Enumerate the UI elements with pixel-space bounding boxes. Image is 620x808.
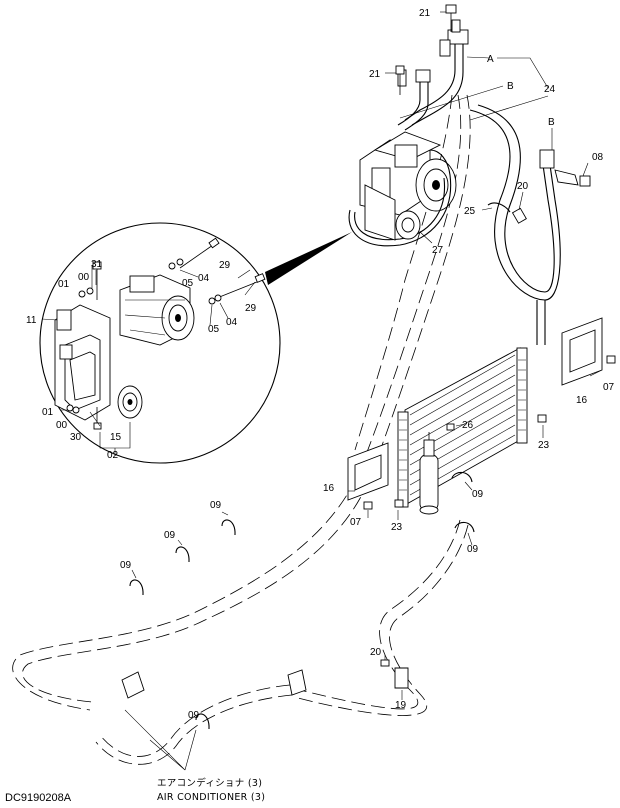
label-16-right: 16 — [576, 395, 588, 406]
label-23-right: 23 — [538, 440, 550, 451]
bracket-16-left — [347, 442, 389, 501]
label-26: 26 — [462, 420, 474, 431]
bolt-21-top — [445, 4, 457, 32]
label-01-lower: 01 — [42, 407, 54, 418]
label-29-upper: 29 — [219, 260, 231, 271]
label-07-left: 07 — [350, 517, 362, 528]
label-08: 08 — [592, 152, 604, 163]
label-20-upper: 20 — [517, 181, 529, 192]
label-30: 30 — [70, 432, 82, 443]
leader-lines — [41, 11, 603, 771]
clamp-25 — [487, 202, 527, 224]
label-20-lower: 20 — [370, 647, 382, 658]
label-21-mid: 21 — [369, 69, 381, 80]
label-09-hose-1: 09 — [210, 500, 222, 511]
detail-callout — [39, 222, 352, 464]
caption-japanese: エアコンディショナ (3) — [157, 777, 262, 789]
discharge-hose — [95, 94, 469, 765]
compressor-top — [348, 131, 457, 247]
hose-24 — [397, 40, 561, 345]
caption-english: AIR CONDITIONER (3) — [157, 792, 265, 803]
label-B-lower: B — [548, 117, 555, 128]
pipe-fittings-top — [397, 19, 469, 87]
label-05-upper: 05 — [182, 278, 194, 289]
label-B-upper: B — [507, 81, 514, 92]
small-fasteners — [363, 355, 616, 689]
detail-bracket-11 — [54, 304, 111, 421]
label-00-lower: 00 — [56, 420, 68, 431]
detail-pulley — [117, 385, 143, 419]
label-21-top: 21 — [419, 8, 431, 19]
label-09-condenser-upper: 09 — [472, 489, 484, 500]
label-07-right: 07 — [603, 382, 615, 393]
drawing-code: DC9190208A — [5, 792, 72, 804]
label-00-upper: 00 — [78, 272, 90, 283]
label-24: 24 — [544, 84, 556, 95]
hose-ends-lower — [121, 669, 307, 699]
label-15: 15 — [110, 432, 122, 443]
label-09-hose-2: 09 — [164, 530, 176, 541]
bolt-21-mid — [395, 65, 405, 95]
label-16-left: 16 — [323, 483, 335, 494]
receiver-drier — [419, 432, 439, 515]
bolt-08 — [554, 169, 591, 187]
caption: エアコンディショナ (3) AIR CONDITIONER (3) DC9190… — [5, 777, 265, 804]
label-02: 02 — [107, 450, 119, 461]
suction-hose — [12, 94, 471, 711]
part-labels: 21 21 A B 24 B 08 20 25 27 31 01 00 05 0… — [26, 8, 615, 721]
label-04-lower: 04 — [226, 317, 238, 328]
label-09-hose-4: 09 — [188, 710, 200, 721]
label-11: 11 — [26, 315, 37, 326]
detail-bolts — [66, 237, 266, 430]
label-04-upper: 04 — [198, 273, 210, 284]
label-29-lower: 29 — [245, 303, 257, 314]
detail-compressor — [119, 274, 195, 346]
label-23-left: 23 — [391, 522, 403, 533]
label-25: 25 — [464, 206, 476, 217]
label-09-hose-3: 09 — [120, 560, 132, 571]
clamps-09-lower — [129, 471, 475, 730]
label-19: 19 — [395, 700, 407, 711]
label-27: 27 — [432, 245, 444, 256]
label-09-condenser-lower: 09 — [467, 544, 479, 555]
label-A: A — [487, 54, 494, 65]
label-01-upper: 01 — [58, 279, 70, 290]
label-31: 31 — [91, 259, 103, 270]
bracket-16-right — [561, 317, 603, 386]
label-05-lower: 05 — [208, 324, 220, 335]
